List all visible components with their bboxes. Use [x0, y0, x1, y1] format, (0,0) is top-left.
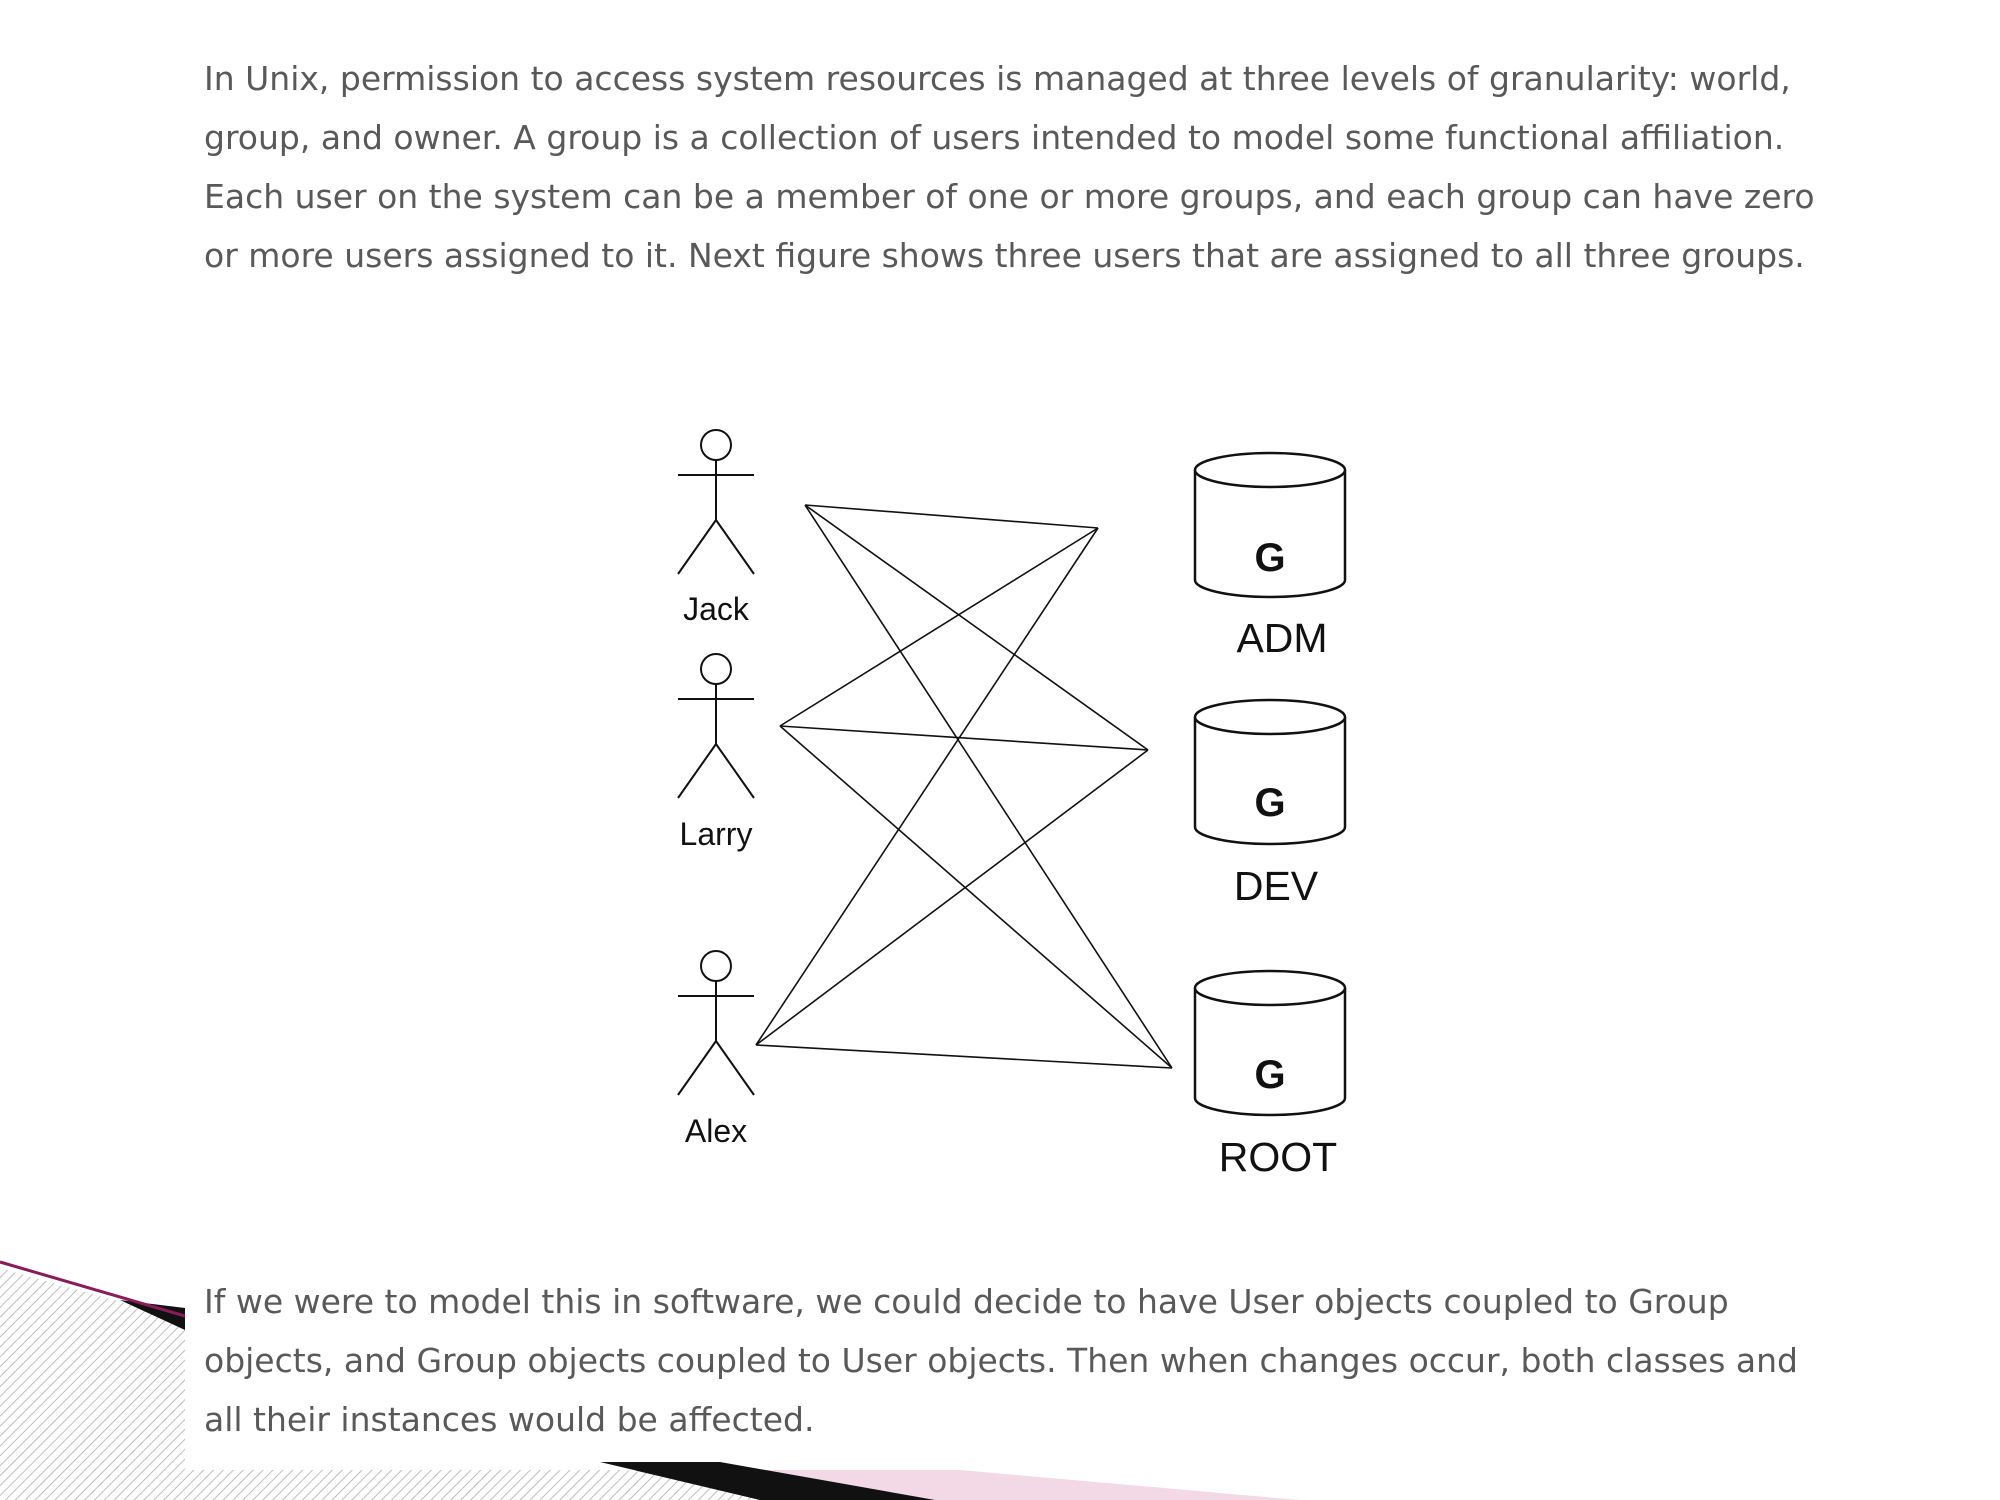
group-symbol-adm: G: [1254, 536, 1285, 580]
link-larry-root: [779, 725, 1173, 1069]
database-cylinder-icon: [1193, 698, 1347, 846]
link-jack-root: [804, 504, 1173, 1069]
link-alex-root: [755, 1044, 1173, 1069]
group-label-root: ROOT: [1219, 1134, 1337, 1180]
hatch-band: [0, 1268, 1000, 1500]
group-label-dev: DEV: [1234, 863, 1319, 909]
link-alex-adm: [755, 527, 1099, 1046]
link-jack-dev: [804, 504, 1149, 751]
stick-figure-actor-icon: [677, 950, 755, 1096]
black-band: [600, 1462, 935, 1500]
conclusion-paragraph: If we were to model this in software, we…: [204, 1282, 1798, 1439]
connection-lines: [755, 504, 1173, 1069]
group-label-adm: ADM: [1236, 615, 1327, 661]
user-group-diagram: Jack Larry Alex G ADM: [677, 429, 1347, 1180]
link-jack-adm: [804, 504, 1099, 529]
database-cylinder-icon: [1193, 969, 1347, 1117]
user-alex: [677, 950, 755, 1096]
black-wedge: [120, 1300, 185, 1330]
group-root: G ROOT: [1193, 969, 1347, 1180]
accent-line: [0, 1260, 186, 1318]
database-cylinder-icon: [1193, 451, 1347, 599]
user-jack: [677, 429, 755, 575]
stick-figure-actor-icon: [677, 653, 755, 799]
intro-paragraph: In Unix, permission to access system res…: [204, 59, 1815, 275]
group-adm: G ADM: [1193, 451, 1347, 661]
content-panel: [185, 1250, 2000, 1462]
stick-figure-actor-icon: [677, 429, 755, 575]
user-label-larry: Larry: [680, 816, 753, 852]
group-symbol-dev: G: [1254, 781, 1285, 825]
link-larry-dev: [779, 725, 1149, 751]
user-larry: [677, 653, 755, 799]
group-dev: G DEV: [1193, 698, 1347, 909]
user-label-alex: Alex: [685, 1113, 747, 1149]
user-label-jack: Jack: [683, 591, 750, 627]
link-larry-adm: [779, 527, 1099, 727]
link-alex-dev: [755, 749, 1149, 1046]
group-symbol-root: G: [1254, 1053, 1285, 1097]
